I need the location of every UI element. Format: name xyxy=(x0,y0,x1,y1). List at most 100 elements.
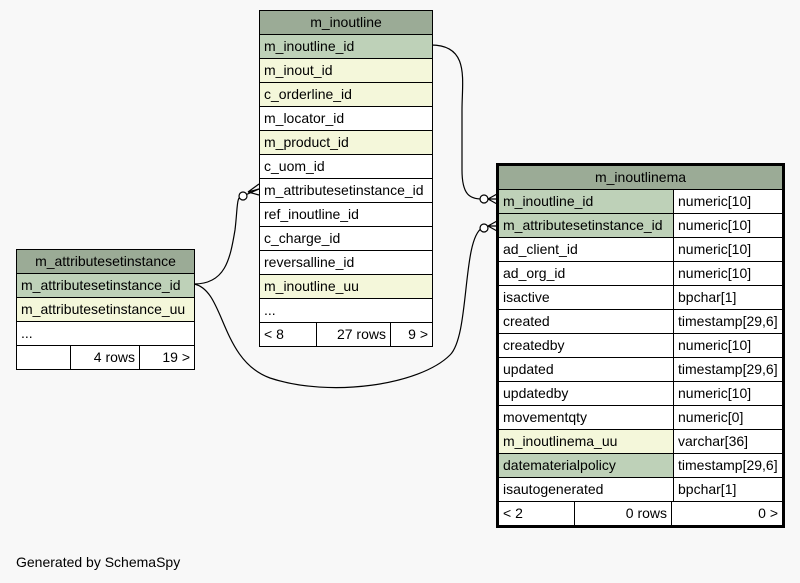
column-row[interactable]: ref_inoutline_id xyxy=(260,203,432,227)
column-name: m_inoutlinema_uu xyxy=(503,433,618,449)
column-row[interactable]: updatedby numeric[10] xyxy=(499,382,782,406)
crowfoot-icon xyxy=(247,183,260,196)
column-type: numeric[10] xyxy=(673,214,782,237)
column-name: m_attributesetinstance_id xyxy=(503,217,663,233)
column-name: m_inoutline_id xyxy=(264,38,355,54)
next-link[interactable]: 0 > xyxy=(671,502,782,525)
column-row[interactable]: ... xyxy=(17,322,194,345)
table-m-inoutline[interactable]: m_inoutline m_inoutline_id m_inout_id c_or… xyxy=(259,10,433,347)
generated-by-text: Generated by SchemaSpy xyxy=(16,554,181,570)
column-row[interactable]: createdby numeric[10] xyxy=(499,334,782,358)
column-row[interactable]: m_attributesetinstance_id xyxy=(17,274,194,298)
table-title[interactable]: m_inoutlinema xyxy=(499,166,782,190)
table-m-attributesetinstance[interactable]: m_attributesetinstance m_attributesetins… xyxy=(16,249,195,370)
column-type: varchar[36] xyxy=(673,430,782,453)
column-row[interactable]: m_locator_id xyxy=(260,107,432,131)
relationship-asi-inoutlinema-line xyxy=(193,227,483,389)
column-type: timestamp[29,6] xyxy=(673,358,782,381)
column-type: bpchar[1] xyxy=(673,286,782,309)
prev-link xyxy=(17,346,70,369)
column-name: ad_org_id xyxy=(503,265,566,281)
column-row[interactable]: reversalline_id xyxy=(260,251,432,275)
table-footer: 4 rows 19 > xyxy=(17,345,194,369)
column-name: m_locator_id xyxy=(264,110,345,126)
column-name: m_inout_id xyxy=(264,62,333,78)
table-title[interactable]: m_inoutline xyxy=(260,11,432,35)
column-row[interactable]: isactive bpchar[1] xyxy=(499,286,782,310)
relationship-inoutline-line xyxy=(430,44,483,200)
next-link[interactable]: 9 > xyxy=(390,323,432,346)
column-name: updatedby xyxy=(503,385,569,401)
column-row[interactable]: m_inoutlinema_uu varchar[36] xyxy=(499,430,782,454)
column-row[interactable]: updated timestamp[29,6] xyxy=(499,358,782,382)
column-row[interactable]: m_inout_id xyxy=(260,59,432,83)
column-name: m_product_id xyxy=(264,134,349,150)
relationship-endpoint-circle xyxy=(479,194,489,204)
column-name: created xyxy=(503,313,550,329)
row-count: 27 rows xyxy=(316,323,390,346)
column-type: timestamp[29,6] xyxy=(673,310,782,333)
column-row[interactable]: ad_org_id numeric[10] xyxy=(499,262,782,286)
column-row[interactable]: isautogenerated bpchar[1] xyxy=(499,478,782,501)
column-name: updated xyxy=(503,361,554,377)
column-row[interactable]: m_product_id xyxy=(260,131,432,155)
crowfoot-icon xyxy=(487,193,498,205)
column-name: reversalline_id xyxy=(264,254,355,270)
column-row[interactable]: m_inoutline_id numeric[10] xyxy=(499,190,782,214)
column-row[interactable]: c_uom_id xyxy=(260,155,432,179)
table-footer: < 2 0 rows 0 > xyxy=(499,501,782,525)
column-name: c_uom_id xyxy=(264,158,325,174)
column-row[interactable]: m_attributesetinstance_id xyxy=(260,179,432,203)
column-type: bpchar[1] xyxy=(673,478,782,501)
column-row[interactable]: m_inoutline_id xyxy=(260,35,432,59)
crowfoot-icon xyxy=(487,220,498,232)
prev-link[interactable]: < 8 xyxy=(264,326,284,342)
prev-link[interactable]: < 2 xyxy=(503,505,523,521)
column-type: numeric[10] xyxy=(673,382,782,405)
column-row[interactable]: datematerialpolicy timestamp[29,6] xyxy=(499,454,782,478)
column-row[interactable]: m_inoutline_uu xyxy=(260,275,432,299)
column-name: m_attributesetinstance_id xyxy=(264,182,424,198)
column-name: c_charge_id xyxy=(264,230,341,246)
column-row[interactable]: c_charge_id xyxy=(260,227,432,251)
column-row[interactable]: m_attributesetinstance_id numeric[10] xyxy=(499,214,782,238)
column-row[interactable]: ... xyxy=(260,299,432,322)
column-name: m_inoutline_id xyxy=(503,193,594,209)
table-footer: < 8 27 rows 9 > xyxy=(260,322,432,346)
column-name: movementqty xyxy=(503,409,588,425)
column-row[interactable]: created timestamp[29,6] xyxy=(499,310,782,334)
column-name: isautogenerated xyxy=(503,481,604,497)
column-name: c_orderline_id xyxy=(264,86,352,102)
column-row[interactable]: ad_client_id numeric[10] xyxy=(499,238,782,262)
column-name: ad_client_id xyxy=(503,241,578,257)
column-type: numeric[10] xyxy=(673,334,782,357)
column-type: numeric[10] xyxy=(673,190,782,213)
relationship-endpoint-circle xyxy=(479,223,489,233)
column-type: timestamp[29,6] xyxy=(673,454,782,477)
column-name: ref_inoutline_id xyxy=(264,206,359,222)
column-name: ... xyxy=(264,302,276,318)
column-list: m_inoutline_id m_inout_id c_orderline_id m_… xyxy=(260,35,432,322)
column-name: datematerialpolicy xyxy=(503,457,616,473)
column-list: m_attributesetinstance_id m_attributeseti… xyxy=(17,274,194,345)
column-row[interactable]: c_orderline_id xyxy=(260,83,432,107)
column-type: numeric[10] xyxy=(673,262,782,285)
column-name: isactive xyxy=(503,289,550,305)
relationship-asi-inoutline-line xyxy=(193,188,260,285)
table-title[interactable]: m_attributesetinstance xyxy=(17,250,194,274)
column-name: ... xyxy=(21,325,33,341)
column-name: createdby xyxy=(503,337,565,353)
column-row[interactable]: movementqty numeric[0] xyxy=(499,406,782,430)
row-count: 0 rows xyxy=(574,502,671,525)
relationship-endpoint-circle xyxy=(238,191,248,201)
column-row[interactable]: m_attributesetinstance_uu xyxy=(17,298,194,322)
column-name: m_attributesetinstance_uu xyxy=(21,301,186,317)
row-count: 4 rows xyxy=(70,346,139,369)
column-name: m_attributesetinstance_id xyxy=(21,277,181,293)
column-type: numeric[0] xyxy=(673,406,782,429)
column-type: numeric[10] xyxy=(673,238,782,261)
next-link[interactable]: 19 > xyxy=(139,346,194,369)
